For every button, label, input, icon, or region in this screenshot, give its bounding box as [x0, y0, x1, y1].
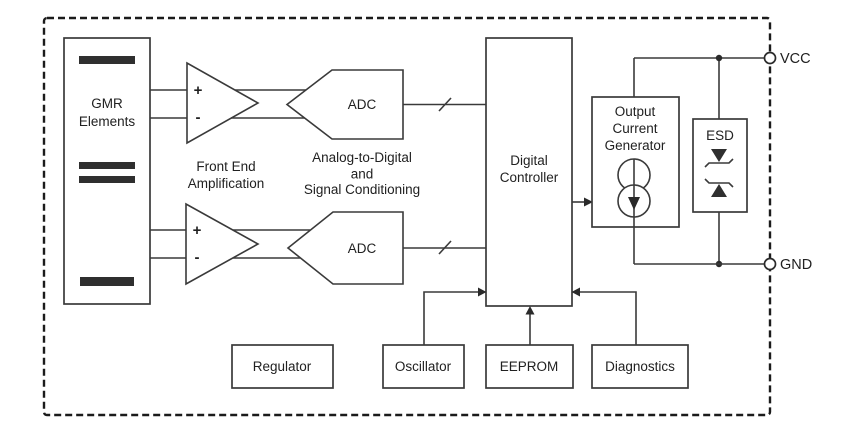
gnd-pin-terminal	[763, 257, 777, 271]
gmr-elements-label-line2: Elements	[79, 114, 136, 129]
vcc-pin-label: VCC	[780, 51, 811, 67]
front-end-caption-line1: Front End	[196, 159, 255, 174]
ch1-adc-shape	[285, 69, 404, 140]
gmr-bar-4	[80, 277, 134, 286]
signal-chain-caption-line1: Analog-to-Digital	[312, 150, 412, 165]
diagnostics-box	[591, 344, 689, 389]
esd-zener-top-diode	[711, 149, 727, 162]
ch1-amp-minus-sign: -	[196, 109, 201, 126]
ch2-amp-minus-sign: -	[195, 249, 200, 266]
esd-label: ESD	[706, 128, 734, 143]
controller-to-ocg-arrowhead	[584, 197, 593, 207]
digital-controller-label-line1: Digital	[510, 153, 548, 168]
diagnostics-label: Diagnostics	[605, 359, 675, 374]
esd-zener-bottom-cathode-bar	[704, 178, 734, 188]
ch2-bus-slash	[438, 240, 452, 255]
chip-boundary	[42, 16, 772, 417]
eeprom-box	[485, 344, 574, 389]
ocg-label-line3: Generator	[605, 138, 666, 153]
vcc-pin-terminal	[763, 51, 777, 65]
diagnostics-to-controller-wire	[580, 291, 637, 345]
ocg-label-line2: Current	[612, 121, 657, 136]
ch1-adc-label: ADC	[348, 97, 377, 112]
digital-controller-label-line2: Controller	[500, 170, 559, 185]
diagnostics-arrowhead	[571, 287, 580, 297]
signal-chain-caption-line2: and	[351, 167, 374, 182]
regulator-box	[231, 344, 334, 389]
ch1-amp-plus-sign: +	[194, 82, 203, 99]
eeprom-label: EEPROM	[500, 359, 559, 374]
ch2-amplifier-triangle	[185, 202, 260, 286]
gnd-pin-label: GND	[780, 257, 812, 273]
digital-controller-box	[485, 37, 573, 307]
current-source-arrowhead	[628, 197, 640, 210]
esd-zener-top-cathode-bar	[704, 158, 734, 168]
esd-zener-bottom-diode	[711, 184, 727, 197]
gmr-elements-box	[63, 37, 151, 305]
vcc-junction-dot	[715, 54, 723, 62]
ch2-adc-label: ADC	[348, 241, 377, 256]
regulator-label: Regulator	[253, 359, 312, 374]
oscillator-box	[382, 344, 465, 389]
oscillator-label: Oscillator	[395, 359, 452, 374]
gmr-bar-3	[79, 176, 135, 183]
ch1-amplifier-triangle	[186, 61, 260, 145]
oscillator-arrowhead	[478, 287, 487, 297]
ch2-adc-shape	[286, 211, 404, 285]
oscillator-to-controller-wire	[423, 291, 478, 345]
front-end-caption-line2: Amplification	[188, 176, 265, 191]
ch2-amp-plus-sign: +	[193, 222, 202, 239]
gmr-bar-1	[79, 56, 135, 64]
ocg-label-line1: Output	[615, 104, 656, 119]
signal-chain-caption-line3: Signal Conditioning	[304, 182, 420, 197]
gmr-bar-2	[79, 162, 135, 169]
ch1-bus-slash	[438, 97, 452, 112]
gmr-elements-label-line1: GMR	[91, 96, 123, 111]
eeprom-arrowhead	[525, 306, 535, 315]
